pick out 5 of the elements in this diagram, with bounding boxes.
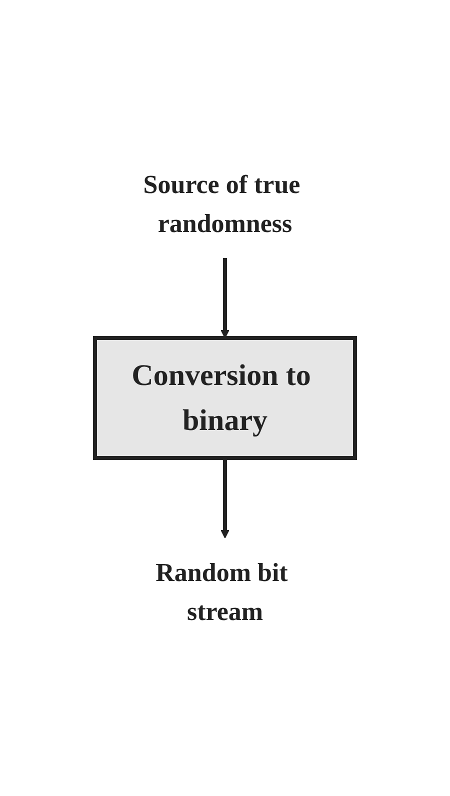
node-box: Conversion to binary (93, 336, 357, 460)
arrow (220, 458, 230, 538)
arrow (220, 258, 230, 338)
node-text: Source of true randomness (143, 170, 300, 238)
node-text: Random bit stream (156, 558, 288, 626)
